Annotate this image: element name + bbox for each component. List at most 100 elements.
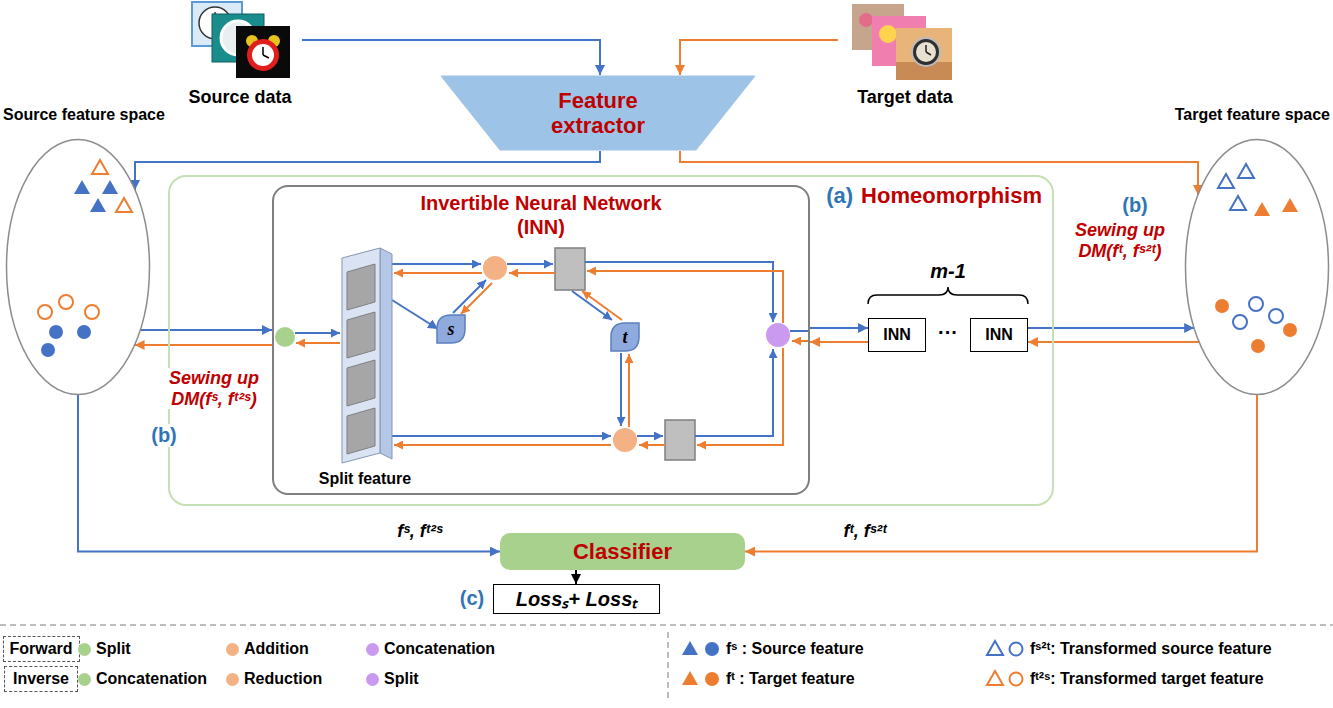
legend-separator bbox=[667, 632, 669, 702]
legend-text: Addition bbox=[244, 639, 309, 659]
connector bbox=[140, 329, 272, 331]
coupling-flow bbox=[394, 272, 482, 274]
legend-text: Concatenation bbox=[384, 639, 495, 659]
feature-space: Source feature space bbox=[0, 106, 180, 398]
data-group: Target data bbox=[838, 0, 972, 110]
coupling-flow bbox=[461, 283, 492, 314]
source-images bbox=[252, 44, 274, 66]
coupling-flow bbox=[665, 420, 695, 460]
coupling-flow bbox=[572, 291, 612, 320]
text-holder: Forward bbox=[4, 637, 79, 661]
feature-extractor: Feature extractor bbox=[440, 75, 756, 151]
legend-text: Concatenation bbox=[96, 669, 207, 689]
coupling-flow bbox=[394, 444, 611, 446]
coupling-flow bbox=[275, 327, 295, 347]
split-feature-outline bbox=[347, 312, 375, 358]
loss-box-text: Lossₛ+ Lossₜ bbox=[516, 588, 638, 611]
legend-shape-sample bbox=[1010, 643, 1023, 656]
legend-text: Split bbox=[384, 669, 419, 689]
inn-block-text: Invertible Neural Network (INN) bbox=[404, 191, 679, 239]
sewing-note: Sewing up DM(fᵗ, fˢ²ᵗ) bbox=[1062, 220, 1178, 261]
homeomorphism-region-text: (a) bbox=[826, 183, 853, 208]
text-holder: Source feature space bbox=[3, 106, 165, 124]
ellipsis: ··· bbox=[930, 321, 966, 344]
coupling-flow bbox=[637, 435, 663, 437]
coupling-flow bbox=[695, 349, 773, 436]
legend-shape-sample bbox=[705, 642, 719, 656]
t-function-outline bbox=[611, 323, 639, 351]
target-feature-markers bbox=[1249, 297, 1263, 311]
source-images bbox=[247, 39, 279, 71]
connectors bbox=[78, 40, 1257, 584]
target-feature-markers bbox=[1251, 339, 1265, 353]
legend-text: Split bbox=[96, 639, 131, 659]
legend-group-box-text: Forward bbox=[9, 640, 72, 658]
coupling-flow bbox=[792, 340, 810, 342]
legend-group-box: Inverse bbox=[4, 666, 78, 692]
classifier: Classifier bbox=[500, 533, 745, 570]
t-function-text: t bbox=[622, 327, 627, 348]
legend-swatch bbox=[226, 643, 239, 656]
text-holder: Inverse bbox=[5, 667, 77, 691]
target-images bbox=[896, 28, 952, 80]
feature-space-outline bbox=[7, 140, 150, 395]
connector bbox=[810, 341, 868, 343]
s-function-outline bbox=[437, 315, 465, 343]
text-holder: Classifier bbox=[500, 533, 745, 570]
split-feature-outline bbox=[347, 360, 375, 406]
data-group: Source data bbox=[178, 0, 302, 110]
legend-separator bbox=[0, 624, 1333, 626]
source-feature-markers bbox=[85, 305, 99, 319]
source-feature-markers bbox=[38, 305, 52, 319]
target-feature-markers bbox=[1282, 198, 1298, 212]
source-images bbox=[236, 26, 290, 78]
inn-block-small: INN bbox=[970, 318, 1028, 352]
legend-swatch bbox=[78, 643, 91, 656]
source-images bbox=[262, 47, 264, 55]
source-feature-markers bbox=[41, 343, 55, 357]
text-holder: INN bbox=[971, 319, 1027, 351]
target-images bbox=[859, 13, 873, 27]
coupling-flow bbox=[507, 263, 553, 265]
inn-block-small-text: INN bbox=[985, 326, 1013, 344]
coupling-flow bbox=[483, 256, 507, 280]
text-holder: t bbox=[610, 322, 640, 352]
coupling-flow bbox=[790, 330, 810, 332]
legend-shape-sample bbox=[682, 641, 698, 655]
target-feature-markers bbox=[1269, 309, 1283, 323]
split-feature: Split feature bbox=[300, 248, 430, 490]
target-images bbox=[925, 45, 927, 52]
target-feature-markers bbox=[1238, 164, 1254, 178]
text-holder: Split feature bbox=[300, 470, 430, 488]
text-holder: s bbox=[436, 314, 466, 344]
coupling-flow bbox=[296, 342, 340, 344]
legend-shape-sample bbox=[682, 671, 698, 685]
split-feature-outline bbox=[380, 248, 392, 459]
legend-group-box: Forward bbox=[3, 636, 80, 662]
target-feature-markers bbox=[1233, 315, 1247, 329]
coupling-flow bbox=[628, 354, 630, 427]
coupling-flow bbox=[453, 280, 486, 313]
connector bbox=[575, 570, 577, 584]
target-feature-markers bbox=[1230, 196, 1246, 210]
source-feature-markers bbox=[74, 180, 90, 194]
source-feature-markers bbox=[38, 160, 132, 357]
coupling-flow bbox=[620, 353, 622, 426]
coupling-flow bbox=[766, 323, 790, 347]
target-feature-markers bbox=[1218, 174, 1234, 188]
step-tag: (c) bbox=[456, 587, 488, 610]
feature-space-text: Target feature space bbox=[1175, 106, 1330, 124]
feature-space-text: Source feature space bbox=[3, 106, 165, 124]
target-images bbox=[916, 42, 936, 62]
text-holder: Source data bbox=[178, 87, 302, 108]
edge-label: fᵗ, fˢ²ᵗ bbox=[815, 521, 915, 542]
text-holder: Feature extractor bbox=[440, 75, 756, 151]
legend-swatch bbox=[78, 673, 91, 686]
classifier-text: Classifier bbox=[573, 539, 672, 564]
legend-swatch bbox=[366, 643, 379, 656]
text-holder: INN bbox=[869, 319, 925, 351]
text-holder: (a)Homeomorphism bbox=[826, 183, 1042, 208]
feature-space: Target feature space bbox=[1153, 106, 1333, 398]
